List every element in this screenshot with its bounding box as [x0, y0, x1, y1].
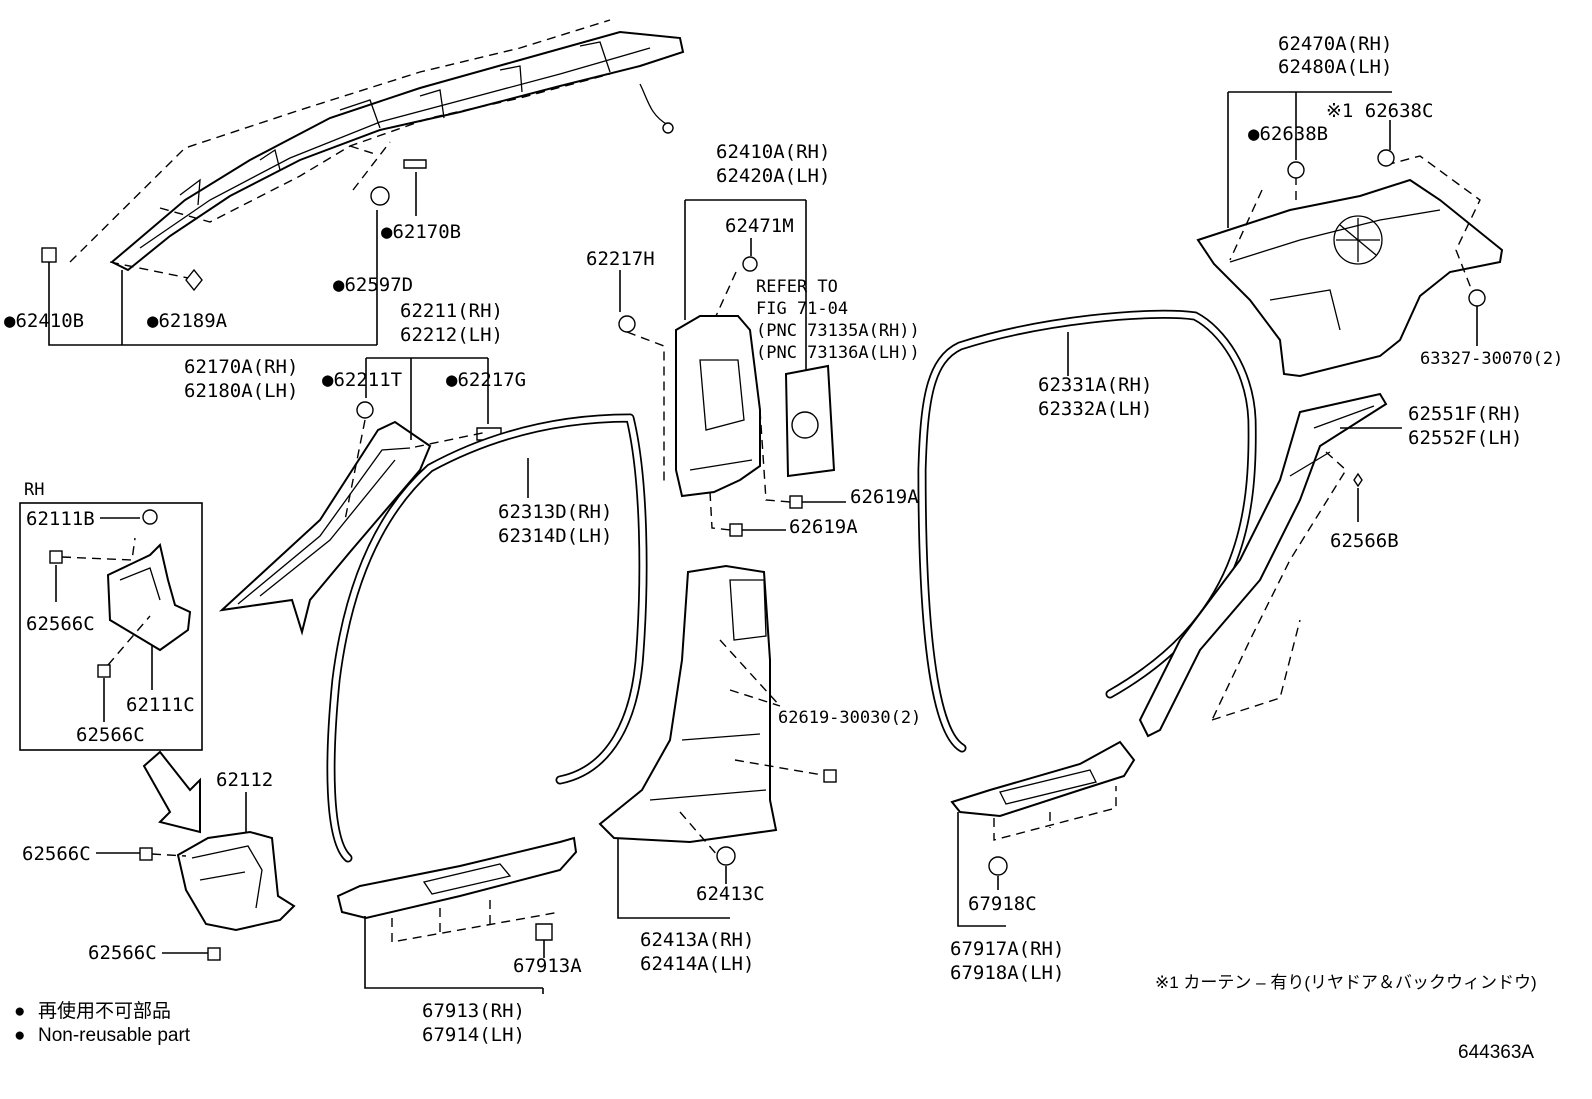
quarter-pillar-garnish	[1138, 392, 1402, 738]
figure-id: 644363A	[1458, 1042, 1534, 1063]
label-62410B: ●62410B	[4, 310, 84, 332]
label-62597D: ●62597D	[333, 274, 413, 296]
label-62211T: ●62211T	[322, 369, 402, 391]
label-62180A: 62180A(LH)	[184, 380, 298, 402]
legend-line-1: 再使用不可部品	[38, 1000, 171, 1022]
front-pillar-garnish	[218, 357, 502, 636]
label-62217G: ●62217G	[446, 369, 526, 391]
label-62566B: 62566B	[1330, 530, 1399, 552]
label-62619A-1: 62619A	[850, 486, 919, 508]
label-62638B: ●62638B	[1248, 123, 1328, 145]
label-67917A: 67917A(RH)	[950, 938, 1064, 960]
label-67913A: 67913A	[513, 955, 582, 977]
label-67914: 67914(LH)	[422, 1024, 525, 1046]
label-62619A-2: 62619A	[789, 516, 858, 538]
legend-line-2: Non-reusable part	[38, 1025, 191, 1046]
label-rh-inset: RH	[24, 480, 44, 500]
label-62420A: 62420A(LH)	[716, 165, 830, 187]
front-door-weatherstrip	[326, 413, 648, 863]
refer-note-line-3: (PNC 73135A(RH))	[756, 321, 920, 341]
label-63327-30070: 63327-30070(2)	[1420, 349, 1563, 369]
label-62314D: 62314D(LH)	[498, 525, 612, 547]
label-62332A: 62332A(LH)	[1038, 398, 1152, 420]
front-scuff-plate	[336, 836, 578, 994]
legend-bullet-2: ●	[14, 1025, 25, 1046]
label-62566C-1: 62566C	[26, 613, 95, 635]
label-62413C: 62413C	[696, 883, 765, 905]
label-62470A: 62470A(RH)	[1278, 33, 1392, 55]
label-62112: 62112	[216, 769, 273, 791]
label-62212: 62212(LH)	[400, 324, 503, 346]
seatbelt-adjuster	[784, 364, 836, 478]
curtain-airbag-assembly	[41, 19, 685, 346]
arrow-pointer	[142, 750, 201, 834]
label-62170A: 62170A(RH)	[184, 356, 298, 378]
label-62566C-4: 62566C	[88, 942, 157, 964]
rear-door-weatherstrip	[917, 309, 1257, 753]
label-62217H: 62217H	[586, 248, 655, 270]
refer-note-line-4: (PNC 73136A(LH))	[756, 343, 920, 363]
label-62211: 62211(RH)	[400, 300, 503, 322]
label-62414A: 62414A(LH)	[640, 953, 754, 975]
refer-note-line-1: REFER TO	[756, 277, 838, 297]
label-62638C: ※1 62638C	[1326, 100, 1433, 122]
kick-panel	[96, 792, 296, 961]
label-67913: 67913(RH)	[422, 1000, 525, 1022]
label-62111B: 62111B	[26, 508, 95, 530]
footnote-curtain: ※1 カーテン – 有り(リヤドア＆バックウィンドウ)	[1155, 973, 1537, 992]
center-pillar-lower	[598, 564, 837, 919]
quarter-trim-panel	[1196, 91, 1504, 378]
label-62471M: 62471M	[725, 215, 794, 237]
label-62552F: 62552F(LH)	[1408, 427, 1522, 449]
label-62170B: ●62170B	[381, 221, 461, 243]
label-62313D: 62313D(RH)	[498, 501, 612, 523]
label-62111C: 62111C	[126, 694, 195, 716]
label-62410A: 62410A(RH)	[716, 141, 830, 163]
label-67918A: 67918A(LH)	[950, 962, 1064, 984]
label-62566C-2: 62566C	[76, 724, 145, 746]
refer-note-line-2: FIG 71-04	[756, 299, 848, 319]
label-67918C: 67918C	[968, 893, 1037, 915]
label-62566C-3: 62566C	[22, 843, 91, 865]
rear-scuff-plate	[950, 740, 1136, 927]
part-labels: ●62410B ●62189A 62170A(RH) 62180A(LH) ●6…	[4, 33, 1563, 1063]
label-62413A: 62413A(RH)	[640, 929, 754, 951]
label-62189A: ●62189A	[147, 310, 228, 332]
label-62331A: 62331A(RH)	[1038, 374, 1152, 396]
label-62551F: 62551F(RH)	[1408, 403, 1522, 425]
label-62619-30030: 62619-30030(2)	[778, 708, 921, 728]
legend-bullet-1: ●	[14, 1001, 25, 1022]
label-62480A: 62480A(LH)	[1278, 56, 1392, 78]
rh-inset	[19, 502, 203, 751]
